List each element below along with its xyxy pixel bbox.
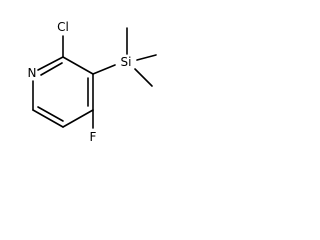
- bond-n1-c2-inner: [40, 62, 63, 76]
- bond-n1-c2: [37, 56, 64, 71]
- bond-si-methyl-bottom: [134, 68, 153, 87]
- bond-si-methyl-right: [136, 54, 157, 61]
- bond-c5-c6-inner: [37, 106, 64, 122]
- bond-c3-si: [92, 64, 116, 75]
- bond-c5-c6: [32, 109, 64, 128]
- bond-c4-c5: [62, 109, 94, 128]
- molecule-structure: Cl Si N F: [28, 20, 157, 144]
- atom-label-nitrogen: N: [28, 66, 37, 80]
- atom-label-silicon: Si: [121, 55, 132, 69]
- atom-label-chlorine: Cl: [57, 20, 69, 34]
- bond-c2-c3: [62, 56, 94, 75]
- atom-label-fluorine: F: [90, 130, 97, 144]
